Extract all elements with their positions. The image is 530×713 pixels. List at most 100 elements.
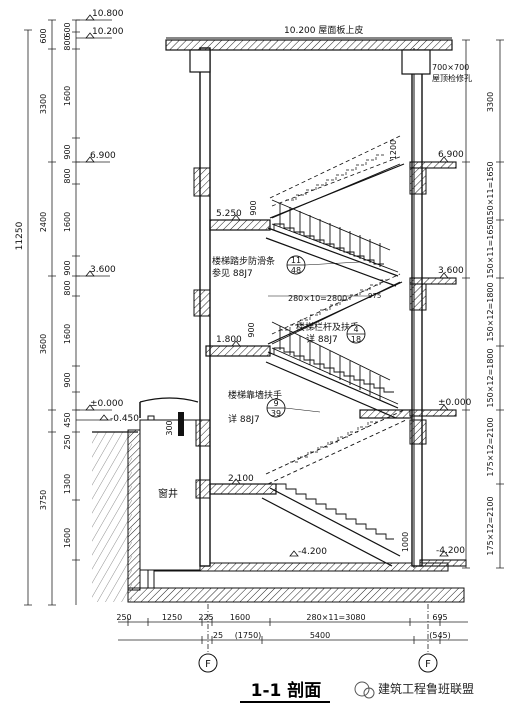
- dim-975: 975: [368, 292, 381, 300]
- svg-text:F: F: [425, 659, 431, 670]
- svg-text:25: 25: [213, 631, 223, 640]
- svg-text:1600: 1600: [63, 212, 72, 232]
- svg-text:250: 250: [63, 434, 72, 449]
- svg-text:450: 450: [63, 412, 72, 427]
- svg-text:600: 600: [39, 28, 48, 43]
- svg-text:4: 4: [353, 325, 358, 334]
- left-wall: [193, 47, 211, 567]
- svg-text:详 88J7: 详 88J7: [306, 333, 338, 345]
- stair-flights: [205, 135, 413, 567]
- dims-bottom-row2: 25 (1750) 5400 (545): [213, 631, 451, 640]
- elev-top: 10.800: [92, 9, 124, 19]
- annotation-stair-rail: 楼梯栏杆及扶手 详 88J7 4 18: [296, 321, 366, 345]
- svg-text:280×11=3080: 280×11=3080: [306, 613, 365, 622]
- svg-text:150×12=1800: 150×12=1800: [486, 348, 495, 407]
- svg-text:900: 900: [63, 372, 72, 387]
- dims-col-a: 600 800 1600 900 800 1600 900 800 1600 9…: [63, 22, 72, 548]
- annotation-wall-rail: 楼梯靠墙扶手 详 88J7 9 39: [228, 389, 321, 425]
- svg-text:800: 800: [63, 35, 72, 50]
- svg-text:楼梯靠墙扶手: 楼梯靠墙扶手: [228, 389, 282, 401]
- svg-text:1300: 1300: [63, 474, 72, 494]
- tread-dim: 280×10=2800: [288, 294, 347, 303]
- elev-floor3-left: 6.900: [90, 151, 116, 161]
- wechat-icon: [354, 681, 370, 697]
- svg-text:1600: 1600: [230, 613, 250, 622]
- dim-1000: 1000: [401, 532, 410, 552]
- svg-text:参见 88J7: 参见 88J7: [212, 267, 253, 279]
- dim-900-mid: 900: [247, 322, 256, 337]
- right-wall: [409, 55, 427, 567]
- light-well: [139, 397, 201, 571]
- landing-markers: [231, 156, 449, 557]
- elev-floor2-right: 3.600: [438, 266, 464, 276]
- svg-text:详 88J7: 详 88J7: [228, 413, 260, 425]
- svg-text:175×12=2100: 175×12=2100: [486, 496, 495, 555]
- roof-note: 10.200 屋面板上皮: [284, 24, 363, 36]
- svg-text:(545): (545): [429, 631, 451, 640]
- svg-text:1600: 1600: [63, 86, 72, 106]
- roof-hatch-size: 700×700: [432, 63, 469, 72]
- svg-text:3600: 3600: [39, 334, 48, 354]
- svg-text:5400: 5400: [310, 631, 330, 640]
- dim-300: 300: [165, 420, 174, 435]
- svg-text:楼梯踏步防滑条: 楼梯踏步防滑条: [212, 255, 275, 267]
- elev-landing-upper: 5.250: [216, 209, 242, 219]
- svg-text:900: 900: [63, 144, 72, 159]
- dims-col-b: 600 3300 2400 3600 3750: [39, 28, 48, 510]
- watermark: 建筑工程鲁班联盟: [354, 681, 474, 699]
- dim-900-upper: 900: [249, 200, 258, 215]
- annotation-stair-guard: 楼梯踏步防滑条 参见 88J7 11 48: [212, 255, 361, 279]
- svg-text:18: 18: [351, 335, 361, 344]
- elev-ground-right: ±0.000: [438, 398, 472, 408]
- elev-ground-left: ±0.000: [90, 399, 124, 409]
- pit-label: 窗井: [158, 487, 178, 500]
- svg-text:600: 600: [63, 22, 72, 37]
- axis-bubble-left: F: [198, 653, 218, 673]
- stair-railings: [271, 163, 401, 405]
- elev-floor3-right: 6.900: [438, 150, 464, 160]
- right-dimension-lines: [462, 39, 504, 569]
- roof-slab: [165, 37, 453, 75]
- elevation-markers-left: [85, 14, 109, 421]
- svg-text:800: 800: [63, 280, 72, 295]
- svg-text:建筑工程鲁班联盟: 建筑工程鲁班联盟: [378, 681, 474, 696]
- svg-text:150×11=1650: 150×11=1650: [486, 161, 495, 220]
- ground-soil: [92, 431, 138, 602]
- floor-slabs: [409, 161, 467, 567]
- svg-text:11: 11: [291, 256, 301, 265]
- svg-text:225: 225: [198, 613, 213, 622]
- svg-text:175×12=2100: 175×12=2100: [486, 417, 495, 476]
- svg-text:150×12=1800: 150×12=1800: [486, 282, 495, 341]
- elev-roof-top: 10.200: [92, 27, 124, 37]
- dims-right: 3300 150×11=1650 150×11=1650 150×12=1800…: [486, 92, 495, 556]
- svg-text:F: F: [205, 659, 211, 670]
- dim-total-height: 11250: [15, 221, 25, 250]
- elev-outdoor: -0.450: [110, 414, 139, 424]
- svg-text:250: 250: [116, 613, 131, 622]
- axis-bubble-right: F: [418, 653, 438, 673]
- elev-basement-right: -4.200: [436, 546, 465, 556]
- svg-text:3750: 3750: [39, 490, 48, 510]
- svg-text:1600: 1600: [63, 324, 72, 344]
- svg-text:1250: 1250: [162, 613, 182, 622]
- dim-1200: 1200: [389, 140, 398, 160]
- svg-text:695: 695: [432, 613, 447, 622]
- svg-text:39: 39: [271, 409, 281, 418]
- elev-basement-inner: -4.200: [298, 547, 327, 557]
- svg-text:(1750): (1750): [235, 631, 262, 640]
- svg-text:3300: 3300: [39, 94, 48, 114]
- svg-text:3300: 3300: [486, 92, 495, 112]
- roof-hatch-note: 屋顶检修孔: [432, 73, 472, 83]
- dims-bottom-row1: 250 1250 225 1600 280×11=3080 695: [116, 613, 447, 622]
- elev-landing-low: 2.100: [228, 474, 254, 484]
- drawing-title: 1-1 剖面: [251, 680, 322, 701]
- elev-landing-mid: 1.800: [216, 335, 242, 345]
- svg-text:900: 900: [63, 260, 72, 275]
- svg-text:48: 48: [291, 266, 301, 275]
- elev-floor2-left: 3.600: [90, 265, 116, 275]
- svg-text:800: 800: [63, 168, 72, 183]
- bottom-dimension-lines: [118, 604, 468, 655]
- svg-text:楼梯栏杆及扶手: 楼梯栏杆及扶手: [296, 321, 359, 333]
- svg-text:9: 9: [273, 399, 278, 408]
